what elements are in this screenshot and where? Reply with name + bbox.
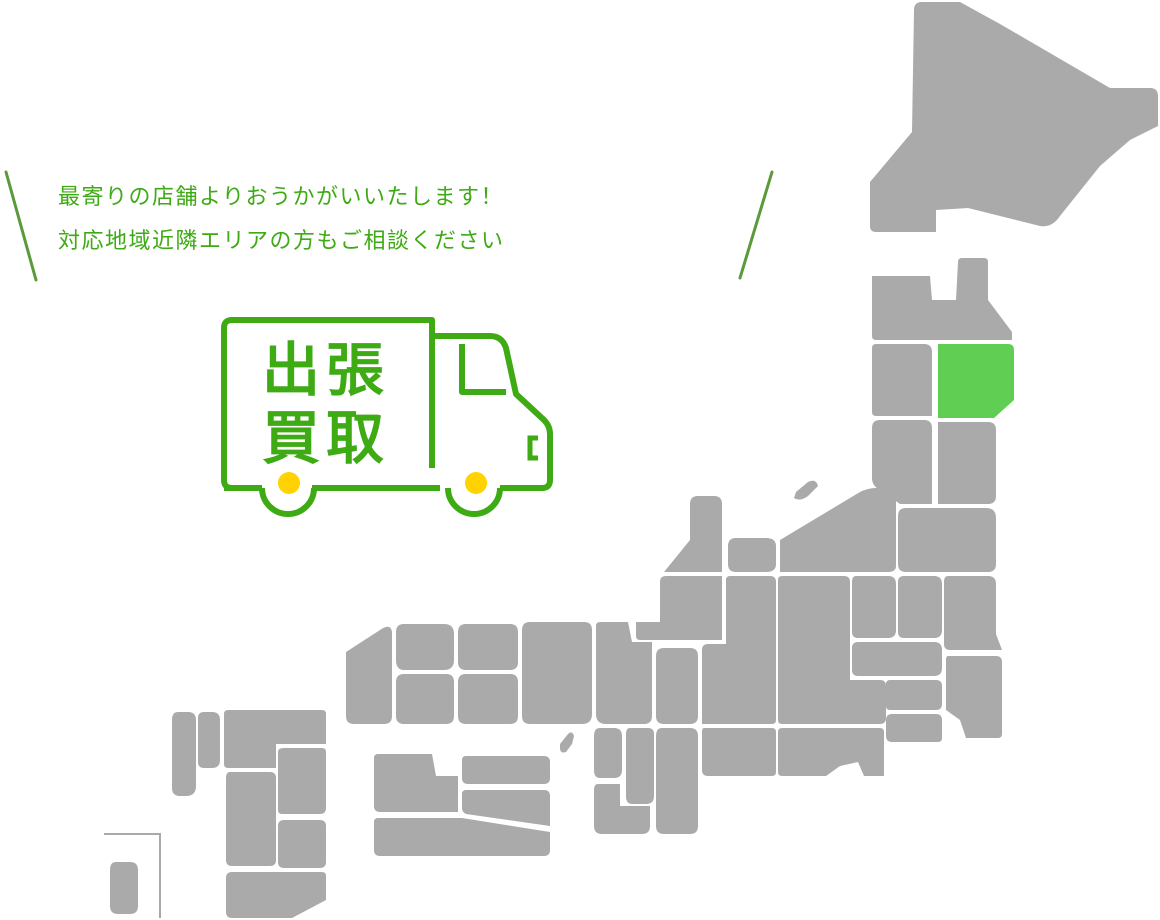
speech-slash-left (4, 170, 38, 282)
region-ehime[interactable] (374, 754, 458, 812)
region-kagawa[interactable] (462, 756, 550, 784)
region-kochi[interactable] (374, 818, 550, 856)
service-message-line-2: 対応地域近隣エリアの方もご相談ください (58, 229, 505, 254)
region-yamagata[interactable] (872, 420, 932, 504)
okinawa-inset-frame (104, 833, 161, 918)
region-toyama[interactable] (728, 538, 776, 572)
region-nagasaki[interactable] (172, 712, 196, 796)
region-kagoshima[interactable] (226, 872, 326, 918)
service-message: 最寄りの店舗よりおうかがいいたします！ 対応地域近隣エリアの方もご相談ください (58, 176, 718, 264)
region-iwate[interactable] (938, 344, 1014, 418)
region-niigata[interactable] (780, 488, 896, 572)
region-fukui[interactable] (636, 576, 722, 640)
region-fukushima[interactable] (898, 508, 996, 572)
truck-label-line-1: 出張 (262, 336, 390, 404)
region-nara[interactable] (626, 728, 654, 804)
region-mie[interactable] (656, 728, 698, 834)
region-kanagawa[interactable] (886, 714, 942, 742)
region-tochigi[interactable] (898, 576, 942, 638)
region-hiroshima[interactable] (396, 674, 454, 724)
region-nagano[interactable] (778, 576, 850, 724)
region-awaji[interactable] (560, 732, 574, 753)
region-sado[interactable] (794, 480, 818, 500)
region-ibaraki[interactable] (944, 576, 1002, 650)
region-miyagi[interactable] (938, 422, 996, 504)
region-gifu[interactable] (702, 576, 776, 724)
delivery-truck-icon: 出張 買取 (221, 317, 553, 517)
region-hokkaido[interactable] (870, 2, 1158, 232)
region-tokyo[interactable] (886, 680, 942, 710)
service-message-line-1: 最寄りの店舗よりおうかがいいたします！ (58, 185, 505, 210)
region-osaka[interactable] (594, 728, 622, 778)
region-kyoto[interactable] (596, 622, 652, 724)
region-okinawa[interactable] (110, 862, 138, 914)
region-saga[interactable] (198, 712, 220, 768)
region-yamaguchi[interactable] (346, 626, 392, 724)
region-shiga[interactable] (656, 648, 698, 724)
region-saitama[interactable] (852, 642, 942, 676)
region-aichi[interactable] (702, 728, 776, 776)
region-hyogo[interactable] (522, 622, 592, 724)
region-fukuoka[interactable] (224, 710, 326, 768)
region-shimane[interactable] (396, 624, 454, 670)
region-oita[interactable] (278, 748, 326, 814)
wheel-hub-front (278, 472, 300, 494)
region-chiba[interactable] (946, 656, 1002, 738)
region-miyazaki[interactable] (278, 820, 326, 868)
region-ishikawa[interactable] (664, 496, 722, 572)
region-tottori[interactable] (458, 624, 518, 670)
region-akita[interactable] (872, 344, 932, 416)
region-kumamoto[interactable] (226, 772, 276, 866)
region-tokushima[interactable] (462, 790, 550, 826)
region-wakayama[interactable] (594, 784, 650, 834)
region-aomori[interactable] (872, 258, 1012, 340)
region-shizuoka[interactable] (778, 728, 884, 776)
wheel-hub-rear (465, 472, 487, 494)
region-okayama[interactable] (458, 674, 518, 724)
truck-label-line-2: 買取 (262, 404, 390, 472)
speech-slash-right (738, 170, 774, 280)
region-yamanashi[interactable] (834, 680, 886, 724)
region-gunma[interactable] (852, 576, 896, 638)
